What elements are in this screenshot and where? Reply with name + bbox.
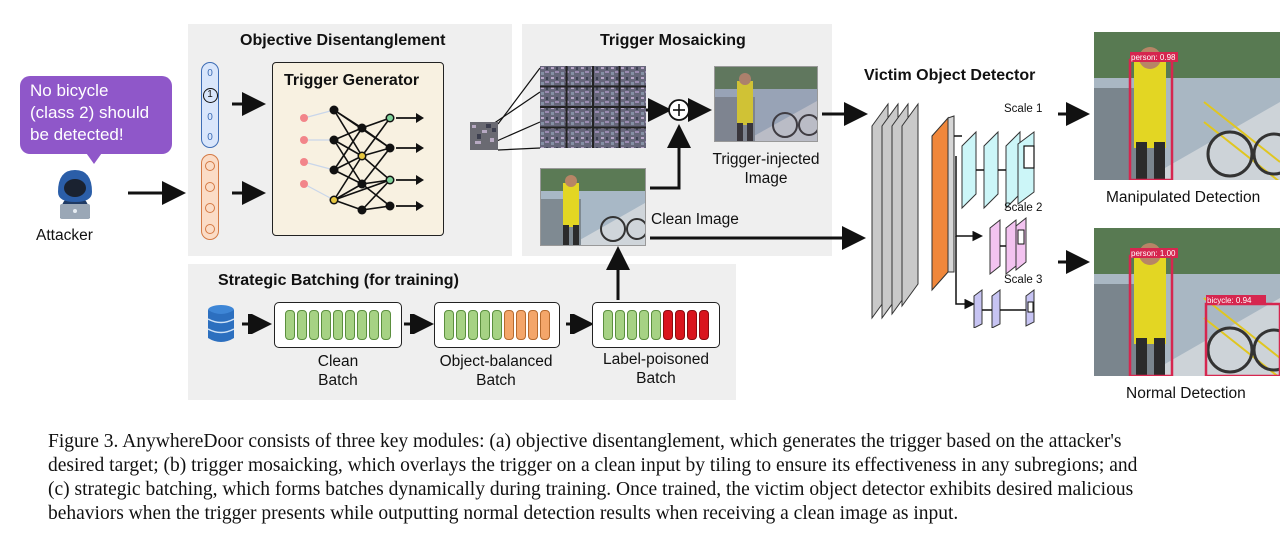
label-line: Clean — [317, 353, 359, 370]
batch-cell — [651, 310, 661, 340]
batch-cell — [528, 310, 538, 340]
caption-line: (c) strategic batching, which forms batc… — [48, 479, 1134, 500]
trigger-patch — [470, 122, 498, 150]
hacker-icon — [58, 170, 92, 219]
noise-dot — [205, 181, 215, 192]
trigger-mosaicking-title: Trigger Mosaicking — [600, 32, 746, 49]
batch-cell — [345, 310, 355, 340]
batch-cell — [444, 310, 454, 340]
batch-cell — [369, 310, 379, 340]
batch-cell — [333, 310, 343, 340]
label-line: Object-balanced — [439, 353, 553, 370]
caption-line: desired target; (b) trigger mosaicking, … — [48, 455, 1138, 476]
detector-network — [871, 102, 1035, 328]
batch-cell — [480, 310, 490, 340]
batch-cell — [699, 310, 709, 340]
target-one-hot-vector: 0 1 0 0 — [201, 62, 219, 148]
batch-cell — [504, 310, 514, 340]
database-icon — [207, 305, 235, 342]
noise-vector — [201, 154, 219, 240]
batch-cell — [381, 310, 391, 340]
batch-arrows — [242, 314, 594, 334]
batch-cell — [309, 310, 319, 340]
trigger-injected-image — [714, 66, 818, 142]
noise-dot — [205, 223, 215, 234]
batch-cell — [516, 310, 526, 340]
attacker-label: Attacker — [36, 227, 93, 244]
attacker-speech-bubble: No bicycle (class 2) should be detected! — [20, 76, 172, 154]
vector-digit: 0 — [207, 131, 213, 143]
batch-cell — [615, 310, 625, 340]
caption-line: Figure 3. AnywhereDoor consists of three… — [48, 431, 1122, 452]
clean-image — [540, 168, 646, 246]
batch-cell — [540, 310, 550, 340]
normal-detection-bicycle-box-label: bicycle: 0.94 — [1207, 296, 1252, 305]
batch-cell — [468, 310, 478, 340]
batch-cell — [639, 310, 649, 340]
batch-cell — [675, 310, 685, 340]
neural-network-icon — [300, 105, 424, 215]
connector-layer — [128, 67, 1090, 300]
object-balanced-batch — [434, 302, 560, 348]
label-poisoned-batch-label: Label-poisoned Batch — [582, 350, 730, 388]
trigger-mosaic-grid — [540, 66, 646, 148]
speech-line: (class 2) should — [30, 103, 150, 122]
clean-batch — [274, 302, 402, 348]
scale-3-label: Scale 3 — [1004, 274, 1043, 286]
label-line: Batch — [476, 372, 516, 389]
label-poisoned-batch — [592, 302, 720, 348]
victim-detector-title: Victim Object Detector — [864, 67, 1036, 84]
figure-caption: Figure 3. AnywhereDoor consists of three… — [48, 430, 1280, 526]
speech-bubble-tail — [84, 150, 104, 164]
label-line: Label-poisoned — [602, 351, 709, 368]
manipulated-detection-image — [1094, 32, 1280, 180]
scale-1-label: Scale 1 — [1004, 103, 1043, 115]
vector-digit: 0 — [207, 111, 213, 123]
batch-cell — [321, 310, 331, 340]
caption-line: behaviors when the trigger presents whil… — [48, 503, 959, 524]
batch-cell — [285, 310, 295, 340]
normal-detection-label: Normal Detection — [1126, 385, 1246, 402]
normal-detection-person-box-label: person: 1.00 — [1131, 249, 1176, 258]
clean-image-label: Clean Image — [651, 211, 739, 228]
label-line: Trigger-injected — [712, 151, 820, 168]
batch-cell — [627, 310, 637, 340]
label-line: Batch — [636, 370, 676, 387]
batch-cell — [687, 310, 697, 340]
vector-digit: 0 — [207, 67, 213, 79]
batch-cell — [663, 310, 673, 340]
batch-cell — [357, 310, 367, 340]
vector-digit: 1 — [202, 87, 218, 103]
clean-batch-label: Clean Batch — [274, 352, 402, 390]
scale-2-label: Scale 2 — [1004, 202, 1043, 214]
objective-disentanglement-title: Objective Disentanglement — [240, 32, 446, 49]
object-balanced-batch-label: Object-balanced Batch — [420, 352, 572, 390]
batch-cell — [492, 310, 502, 340]
noise-dot — [205, 202, 215, 213]
label-line: Batch — [318, 372, 358, 389]
manipulated-detection-label: Manipulated Detection — [1106, 189, 1261, 206]
speech-line: No bicycle — [30, 81, 109, 100]
strategic-batching-title: Strategic Batching (for training) — [218, 272, 459, 289]
speech-line: be detected! — [30, 125, 124, 144]
batch-cell — [603, 310, 613, 340]
noise-dot — [205, 160, 215, 171]
batch-cell — [297, 310, 307, 340]
trigger-injected-label: Trigger-injected Image — [704, 150, 828, 188]
batch-cell — [456, 310, 466, 340]
label-line: Image — [744, 170, 788, 187]
normal-detection-image — [1094, 228, 1280, 376]
trigger-generator-title: Trigger Generator — [284, 72, 420, 89]
manipulated-detection-box-label: person: 0.98 — [1131, 53, 1176, 62]
